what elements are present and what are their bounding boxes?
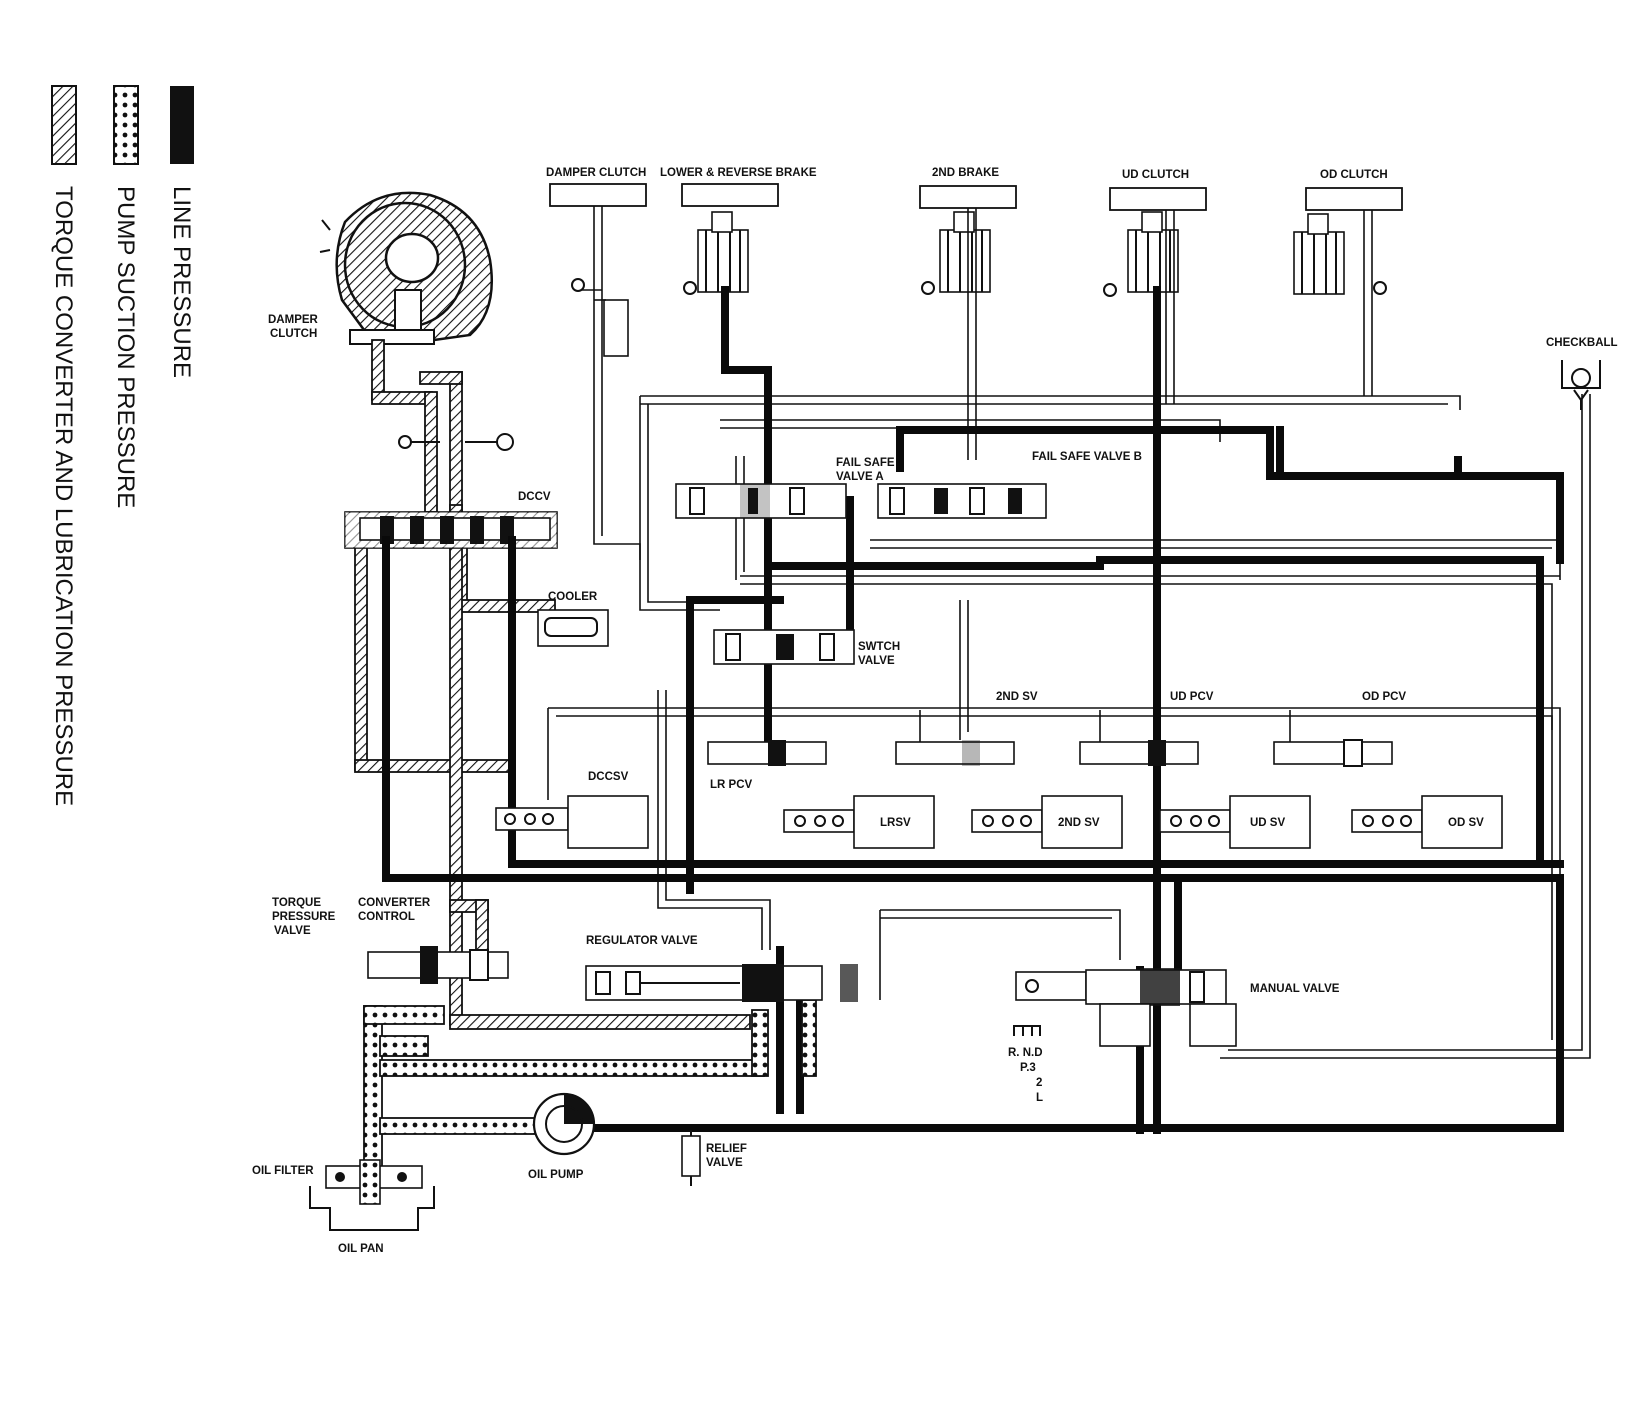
label-od-sv: OD SV [1448,817,1484,829]
fail-safe-valve-a [675,483,847,519]
regulator-valve [585,964,858,1002]
label-cooler: COOLER [548,591,598,603]
legend-label-pump-suction: PUMP SUCTION PRESSURE [112,186,139,508]
thin-lines [547,206,1591,1059]
ud-pcv-valve [1079,741,1199,765]
label-fail-safe-b: FAIL SAFE VALVE B [1032,451,1142,463]
legend-swatch-line-pressure [170,86,194,164]
label-2nd-sv-top: 2ND SV [996,691,1038,703]
label-damper-clutch-top: DAMPER CLUTCH [546,167,646,179]
label-converter-control-2: CONTROL [358,911,415,923]
manual-valve [1015,968,1237,1047]
pump-suction-lines [363,999,817,1177]
accumulators [571,211,1387,357]
accumulator-2nd [921,211,991,295]
label-switch-valve-2: VALVE [858,655,895,667]
label-positions-4: L [1036,1092,1043,1104]
switch-valve [713,629,855,665]
accumulator-od [1293,213,1387,295]
label-oil-pan: OIL PAN [338,1243,384,1255]
checkball [1561,360,1601,410]
oil-pan [309,1186,435,1231]
label-od-clutch: OD CLUTCH [1320,169,1388,181]
legend-swatch-pump-suction [113,85,139,165]
label-fail-safe-a: FAIL SAFE [836,457,895,469]
label-converter-control: CONVERTER [358,897,431,909]
label-relief-valve: RELIEF [706,1143,747,1155]
label-torque-pressure-3: VALVE [274,925,311,937]
second-pcv-valve [895,741,1015,765]
label-checkball: CHECKBALL [1546,337,1618,349]
label-second-brake: 2ND BRAKE [932,167,999,179]
label-positions-2: P.3 [1020,1062,1036,1074]
label-2nd-sv: 2ND SV [1058,817,1100,829]
legend-swatch-torque-converter [51,85,77,165]
label-lr-pcv: LR PCV [710,779,753,791]
dccv-valve [344,433,558,549]
label-relief-valve-2: VALVE [706,1157,743,1169]
label-torque-pressure: TORQUE [272,897,321,909]
label-ud-clutch: UD CLUTCH [1122,169,1189,181]
lower-reverse-brake-box [681,183,779,207]
relief-valve [681,1130,701,1186]
accumulator-lr [683,211,749,295]
label-ud-sv: UD SV [1250,817,1285,829]
label-damper-clutch: DAMPER [268,314,319,326]
selector-positions [1013,1025,1041,1036]
label-lrsv: LRSV [880,817,911,829]
label-torque-pressure-2: PRESSURE [272,911,336,923]
legend-label-torque-converter: TORQUE CONVERTER AND LUBRICATION PRESSUR… [50,186,77,806]
label-damper-clutch-2: CLUTCH [270,328,317,340]
2nd-sv [971,795,1123,849]
label-lower-reverse-brake: LOWER & REVERSE BRAKE [660,167,817,179]
lr-pcv-valve [707,741,827,765]
legend: LINE PRESSURE PUMP SUCTION PRESSURE TORQ… [50,85,195,806]
label-switch-valve: SWTCH [858,641,900,653]
od-pcv-valve [1273,741,1393,765]
damper-clutch-box [549,183,647,207]
top-components [549,183,1403,211]
oil-pump [532,1092,596,1156]
torque-pressure-valve [367,946,509,984]
label-od-pcv: OD PCV [1362,691,1406,703]
legend-label-line-pressure: LINE PRESSURE [168,186,195,378]
solenoid-valves [495,795,1503,849]
od-clutch-box [1305,187,1403,211]
label-dccsv: DCCSV [588,771,629,783]
label-regulator-valve: REGULATOR VALVE [586,935,698,947]
accumulator-ud [1103,211,1179,297]
label-oil-pump: OIL PUMP [528,1169,584,1181]
label-ud-pcv: UD PCV [1170,691,1214,703]
cooler [537,609,609,647]
lrsv [783,795,935,849]
label-positions-3: 2 [1036,1077,1042,1089]
ud-clutch-box [1109,187,1207,211]
line-pressure-lines [382,286,1564,1134]
pcv-row [707,739,1393,767]
od-sv [1351,795,1503,849]
label-dccv: DCCV [518,491,551,503]
ud-sv [1159,795,1311,849]
torque-converter [319,191,494,345]
second-brake-box [919,185,1017,209]
label-fail-safe-a-2: VALVE A [836,471,884,483]
dccsv [495,795,649,849]
fail-safe-valve-b [877,483,1047,519]
label-positions-1: R. N.D [1008,1047,1043,1059]
label-oil-filter: OIL FILTER [252,1165,314,1177]
label-manual-valve: MANUAL VALVE [1250,983,1340,995]
oil-filter [325,1159,423,1205]
